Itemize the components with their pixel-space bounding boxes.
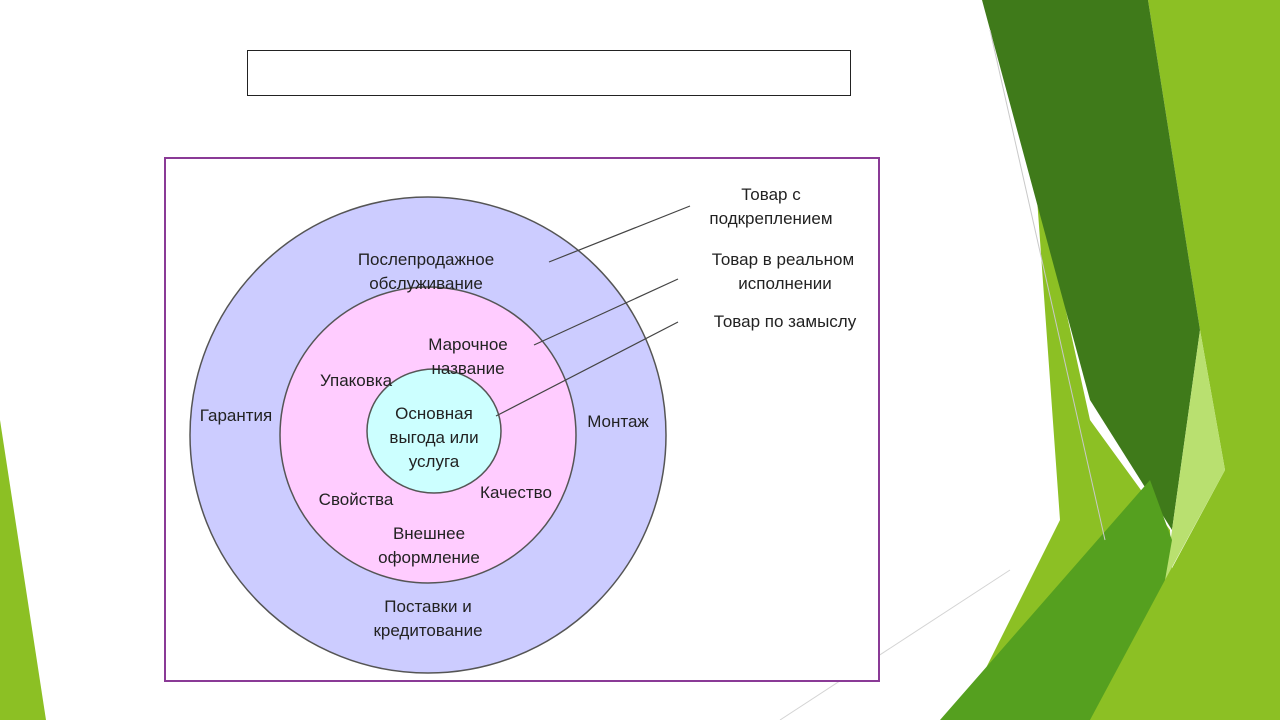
label-properties: Свойства	[319, 490, 394, 509]
label-delivery-line1: Поставки и	[384, 597, 471, 616]
legend-augmented-line1: Товар с	[741, 185, 801, 204]
label-brand-line2: название	[431, 359, 504, 378]
label-after-sales-line1: Послепродажное	[358, 250, 494, 269]
label-brand-line1: Марочное	[428, 335, 508, 354]
label-installation: Монтаж	[587, 412, 649, 431]
left-green-stripe	[0, 420, 46, 720]
bottom-mid-green-shape	[940, 480, 1172, 720]
leader-line-actual	[533, 278, 679, 346]
right-light-green-panel	[1090, 0, 1280, 720]
legend-intent: Товар по замыслу	[714, 312, 857, 331]
thin-grey-line	[989, 29, 1106, 541]
core-product-ring	[366, 368, 502, 494]
title-box	[247, 50, 851, 96]
right-dark-green-shape	[982, 0, 1200, 530]
label-warranty: Гарантия	[200, 406, 273, 425]
right-pale-green-shape	[1165, 330, 1225, 580]
legend-augmented-line2: подкреплением	[709, 209, 832, 228]
thin-grey-line	[779, 569, 1011, 720]
label-core-line2: выгода или	[389, 428, 478, 447]
label-quality: Качество	[480, 483, 552, 502]
label-delivery-line2: кредитование	[373, 621, 482, 640]
label-after-sales-line2: обслуживание	[369, 274, 483, 293]
leader-line-intent	[495, 321, 679, 417]
label-core-line1: Основная	[395, 404, 473, 423]
leader-line-augmented	[548, 205, 691, 263]
label-design-line2: оформление	[378, 548, 480, 567]
legend-actual-line1: Товар в реальном	[712, 250, 854, 269]
product-levels-diagram: Послепродажное обслуживание Гарантия Мон…	[164, 157, 880, 682]
label-core-line3: услуга	[409, 452, 460, 471]
label-packaging: Упаковка	[320, 371, 393, 390]
legend-actual-line2: исполнении	[738, 274, 831, 293]
label-design-line1: Внешнее	[393, 524, 465, 543]
